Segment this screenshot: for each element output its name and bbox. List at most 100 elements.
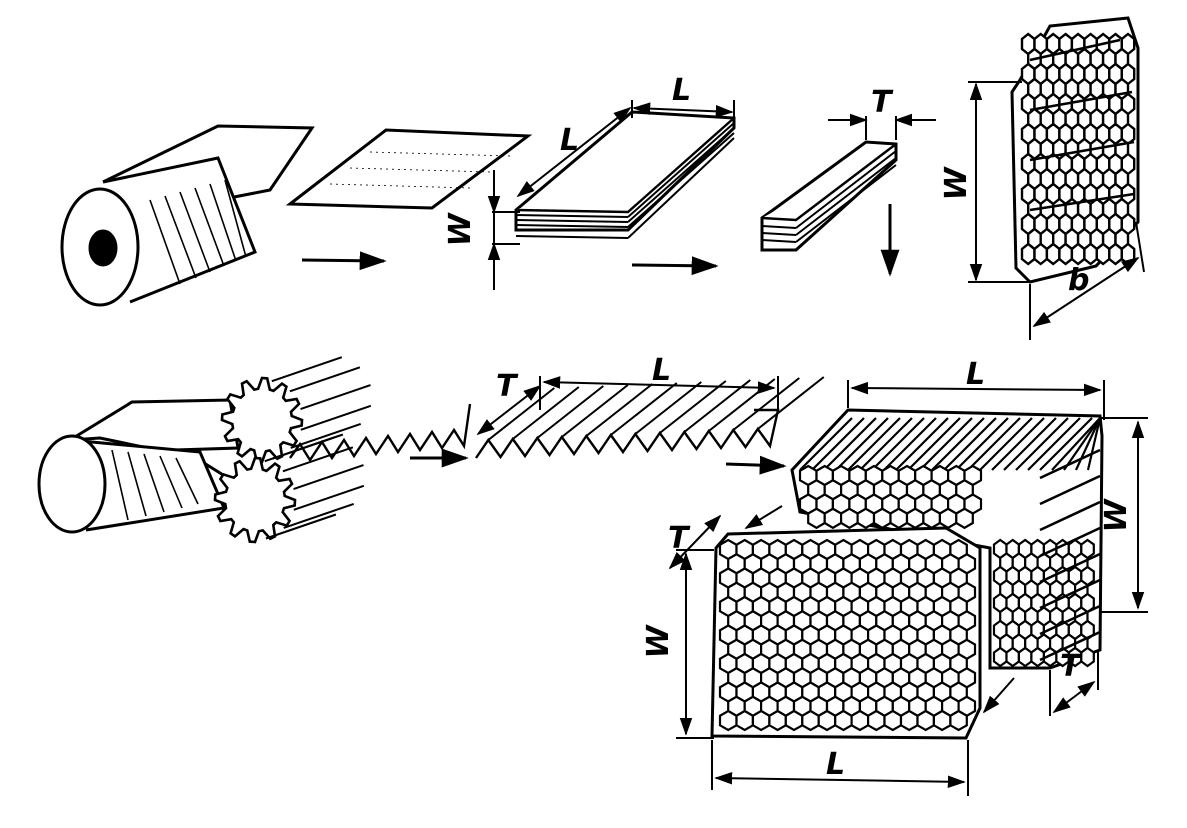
- honeycomb-cell: [801, 709, 820, 732]
- honeycomb-cell: [949, 709, 968, 732]
- label-corrugated-l: L: [652, 353, 671, 388]
- label-stack-l-edge: L: [560, 123, 579, 158]
- block-top-hatch: [979, 417, 1033, 471]
- block-side-layer: [1039, 526, 1101, 558]
- honeycomb-cell: [866, 709, 886, 732]
- gear-tooth-ridge: [300, 384, 371, 411]
- block-top-hatch: [1039, 417, 1093, 471]
- block-top-hatch: [1075, 417, 1101, 471]
- label-block-t-left: T: [668, 521, 691, 556]
- block-top-hatch: [967, 417, 1021, 471]
- label-stack-l-top: L: [672, 73, 691, 108]
- corrugating-gear-bottom: [213, 436, 365, 544]
- block-top-hatch: [1027, 417, 1081, 471]
- honeycomb-cell: [1070, 242, 1086, 266]
- corrugation-ridge: [732, 377, 800, 431]
- honeycomb-cell: [905, 507, 925, 530]
- roll-core: [88, 229, 118, 267]
- honeycomb-cell: [735, 709, 755, 732]
- label-block-t-right: T: [1060, 649, 1083, 684]
- honeycomb-cell: [784, 709, 804, 732]
- label-block-w-right: W: [1099, 498, 1134, 533]
- block-top-hatch: [847, 417, 901, 471]
- honeycomb-cell: [938, 507, 958, 530]
- block-top-hatch: [883, 417, 937, 471]
- honeycomb-cell: [955, 507, 974, 530]
- block-top-hatch: [811, 417, 865, 471]
- cut-strip: [760, 140, 898, 252]
- gear-tooth-ridge: [265, 513, 337, 540]
- honeycomb-cell: [1033, 242, 1049, 266]
- block-top-hatch: [835, 417, 889, 471]
- honeycomb-cell: [1017, 646, 1033, 668]
- gear-tooth-ridge: [283, 502, 355, 529]
- honeycomb-cell: [872, 507, 892, 530]
- block-side-layer: [1039, 474, 1101, 506]
- corrugation-ridge: [536, 385, 604, 439]
- honeycomb-cell: [1045, 242, 1061, 266]
- label-strip-t: T: [871, 85, 894, 120]
- block-top-hatch: [991, 417, 1045, 471]
- gear-tooth-ridge: [300, 404, 372, 431]
- gear-tooth-ridge: [290, 422, 362, 449]
- honeycomb-cell: [889, 507, 909, 530]
- honeycomb-cell: [1030, 646, 1046, 668]
- honeycomb-cell: [768, 709, 787, 732]
- foil-roll-top: [60, 124, 315, 307]
- corrugation-ridge: [757, 376, 825, 430]
- label-corrugated-t: T: [496, 369, 519, 404]
- honeycomb-cell: [834, 709, 853, 732]
- label-block-l-top: L: [966, 357, 985, 392]
- honeycomb-cell: [1080, 646, 1095, 668]
- honeycomb-cell: [817, 709, 837, 732]
- block-top-hatch: [823, 417, 877, 471]
- block-top-hatch: [895, 417, 949, 471]
- block-side-layer: [1039, 630, 1101, 662]
- honeycomb-cell: [823, 507, 843, 530]
- honeycomb-cell: [899, 709, 919, 732]
- block-top-hatch: [919, 417, 973, 471]
- block-top-hatch: [1051, 417, 1101, 471]
- honeycomb-cell: [992, 646, 1008, 668]
- honeycomb-cell: [751, 709, 771, 732]
- block-side-layer: [1039, 448, 1101, 480]
- honeycomb-cell: [1058, 242, 1074, 266]
- block-top-hatch: [859, 417, 913, 471]
- label-expanded-w: W: [939, 166, 974, 201]
- honeycomb-cell: [883, 709, 903, 732]
- block-top-hatch: [943, 417, 997, 471]
- honeycomb-cell: [1108, 242, 1124, 266]
- block-top-hatch: [1015, 417, 1069, 471]
- block-top-hatch: [1063, 417, 1101, 471]
- corrugated-dimensions: [476, 376, 779, 436]
- corrugated-sheet: [475, 376, 825, 460]
- gear-tooth-ridge: [289, 366, 361, 393]
- block-top-hatch: [871, 417, 925, 471]
- block-top-hatch: [955, 417, 1009, 471]
- slice-dimensions: [668, 514, 969, 796]
- honeycomb-cell: [1005, 646, 1021, 668]
- block-dimensions: [744, 380, 1148, 716]
- honeycomb-cell: [1095, 242, 1111, 266]
- block-top-hatch: [931, 417, 985, 471]
- stack-dimensions: [487, 100, 735, 290]
- gear-tooth-ridge: [264, 436, 336, 463]
- block-top-hatch: [799, 417, 853, 471]
- block-side-layer: [1039, 552, 1101, 584]
- honeycomb-cell: [1020, 242, 1036, 266]
- flat-sheet: [285, 128, 533, 210]
- arrow-sheet-to-stack: [301, 251, 387, 271]
- label-expanded-b: b: [1068, 263, 1089, 298]
- gear-tooth-ridge: [271, 356, 343, 383]
- expanded-honeycomb-panel: [1010, 16, 1140, 284]
- strip-dimensions: [828, 113, 936, 140]
- label-block-l-bottom: L: [826, 747, 845, 782]
- honeycomb-cell: [932, 709, 952, 732]
- arrow-stack-to-strip: [631, 256, 719, 276]
- honeycomb-cell: [718, 709, 738, 732]
- honeycomb-cell: [850, 709, 870, 732]
- block-top-hatch: [1003, 417, 1057, 471]
- block-top-hatch: [1086, 417, 1102, 471]
